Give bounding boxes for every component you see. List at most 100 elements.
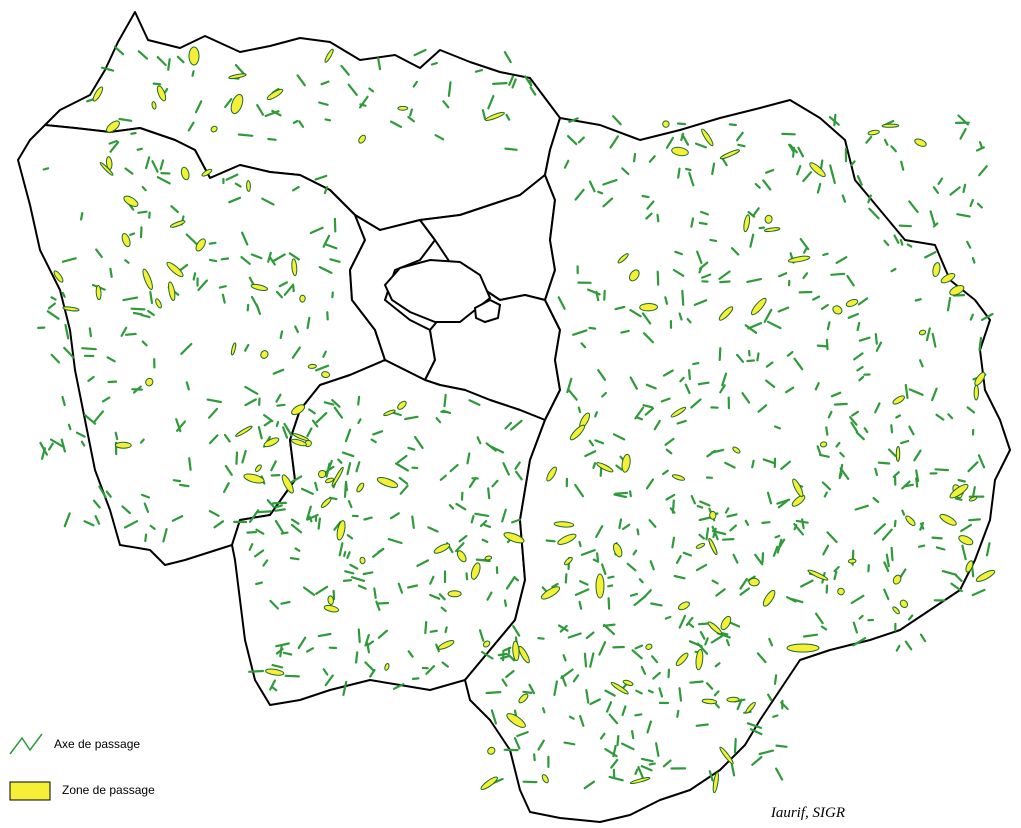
axe-de-passage-mark xyxy=(320,80,330,86)
axe-de-passage-mark xyxy=(272,253,286,263)
axe-de-passage-mark xyxy=(597,190,604,195)
axe-de-passage-mark xyxy=(557,624,569,632)
zone-de-passage-mark xyxy=(433,543,451,554)
axe-de-passage-mark xyxy=(835,441,841,448)
axe-de-passage-mark xyxy=(592,558,599,563)
axe-de-passage-mark xyxy=(67,423,72,431)
axe-de-passage-mark xyxy=(640,757,654,763)
axe-de-passage-mark xyxy=(827,410,833,419)
zone-de-passage-mark xyxy=(892,606,900,615)
axe-de-passage-mark xyxy=(839,451,845,458)
axe-de-passage-mark xyxy=(541,586,548,593)
zone-de-passage-mark xyxy=(973,384,980,401)
axe-de-passage-mark xyxy=(694,142,708,149)
axe-de-passage-mark xyxy=(503,599,507,607)
axe-de-passage-mark xyxy=(598,641,607,656)
legend-item-zone: Zone de passage xyxy=(8,778,155,802)
axe-de-passage-mark xyxy=(447,81,452,98)
axe-de-passage-mark xyxy=(129,232,136,236)
axe-de-passage-mark xyxy=(346,534,354,540)
axe-de-passage-mark xyxy=(263,419,273,427)
axe-de-passage-mark xyxy=(392,683,405,690)
axe-de-passage-mark xyxy=(566,135,578,146)
axe-de-passage-mark xyxy=(429,629,438,633)
zone-de-passage-mark xyxy=(484,555,493,561)
zone-de-passage-mark xyxy=(358,134,366,144)
axe-de-passage-mark xyxy=(816,344,829,348)
axe-de-passage-mark xyxy=(621,705,627,717)
axe-de-passage-mark xyxy=(429,593,441,600)
axe-de-passage-mark xyxy=(283,283,295,296)
axe-de-passage-mark xyxy=(121,505,131,515)
zone-de-passage-mark xyxy=(201,168,213,177)
axe-de-passage-mark xyxy=(282,426,289,439)
axe-de-passage-mark xyxy=(857,297,869,306)
axe-de-passage-mark xyxy=(930,387,938,402)
axe-de-passage-mark xyxy=(483,523,492,529)
zone-de-passage-mark xyxy=(557,533,577,545)
axe-de-passage-mark xyxy=(786,351,794,357)
zone-de-passage-mark xyxy=(914,138,927,147)
axe-de-passage-mark xyxy=(271,663,284,669)
zone-de-passage-mark xyxy=(291,258,298,277)
axe-de-passage-mark xyxy=(764,168,775,174)
axe-de-passage-mark xyxy=(883,138,889,146)
axe-de-passage-mark xyxy=(274,504,283,509)
axe-de-passage-mark xyxy=(424,620,428,635)
axe-de-passage-mark xyxy=(646,200,655,210)
axe-de-passage-mark xyxy=(237,133,254,137)
axe-de-passage-mark xyxy=(621,523,631,531)
axe-de-passage-mark xyxy=(191,70,195,77)
zone-de-passage-mark xyxy=(331,466,344,487)
axe-de-passage-mark xyxy=(594,411,599,418)
axe-de-passage-mark xyxy=(630,729,635,740)
axe-de-passage-mark xyxy=(852,621,859,634)
axe-de-passage-mark xyxy=(754,553,764,566)
axe-de-passage-mark xyxy=(706,449,717,458)
axe-de-passage-mark xyxy=(500,654,510,660)
axe-de-passage-mark xyxy=(744,519,750,526)
zone-de-passage-mark xyxy=(622,679,634,686)
zone-de-passage-mark xyxy=(230,342,237,356)
axe-de-passage-mark xyxy=(470,514,475,524)
axe-de-passage-mark xyxy=(874,467,879,476)
axe-de-passage-mark xyxy=(708,770,714,782)
axe-de-passage-mark xyxy=(416,559,430,568)
axe-de-passage-mark xyxy=(276,403,286,407)
axe-de-passage-mark xyxy=(763,308,773,323)
axe-de-passage-mark xyxy=(275,647,284,655)
axe-de-passage-mark xyxy=(649,560,655,571)
axe-de-passage-mark xyxy=(373,587,377,599)
axe-de-passage-mark xyxy=(793,522,805,536)
axe-de-passage-mark xyxy=(648,519,657,528)
axe-de-passage-mark xyxy=(856,175,863,186)
axe-de-passage-mark xyxy=(915,469,920,483)
axe-de-passage-mark xyxy=(893,234,900,244)
axe-de-passage-mark xyxy=(766,320,782,330)
axe-de-passage-mark xyxy=(272,368,285,375)
axe-de-passage-mark xyxy=(81,347,97,351)
axe-de-passage-mark xyxy=(830,272,846,276)
axe-de-passage-mark xyxy=(754,182,761,189)
axe-de-passage-mark xyxy=(567,389,578,401)
axe-de-passage-mark xyxy=(476,436,482,445)
axe-de-passage-mark xyxy=(826,531,838,544)
axe-de-passage-mark xyxy=(61,291,66,298)
axe-de-passage-mark xyxy=(487,487,491,500)
axe-de-passage-mark xyxy=(333,406,344,419)
axe-de-passage-mark xyxy=(830,391,842,398)
zone-de-passage-mark xyxy=(763,227,781,233)
axe-de-passage-mark xyxy=(143,502,150,513)
axe-de-passage-mark xyxy=(669,507,676,514)
zone-swatch-icon xyxy=(9,781,51,801)
axe-de-passage-mark xyxy=(294,325,299,334)
axe-de-passage-mark xyxy=(290,523,303,534)
axe-de-passage-mark xyxy=(856,321,861,332)
axe-de-passage-mark xyxy=(324,243,338,250)
axe-de-passage-mark xyxy=(136,147,143,151)
axe-de-passage-mark xyxy=(246,303,250,312)
axe-de-passage-mark xyxy=(122,296,139,302)
axe-de-passage-mark xyxy=(774,767,784,781)
axe-de-passage-mark xyxy=(969,198,975,208)
